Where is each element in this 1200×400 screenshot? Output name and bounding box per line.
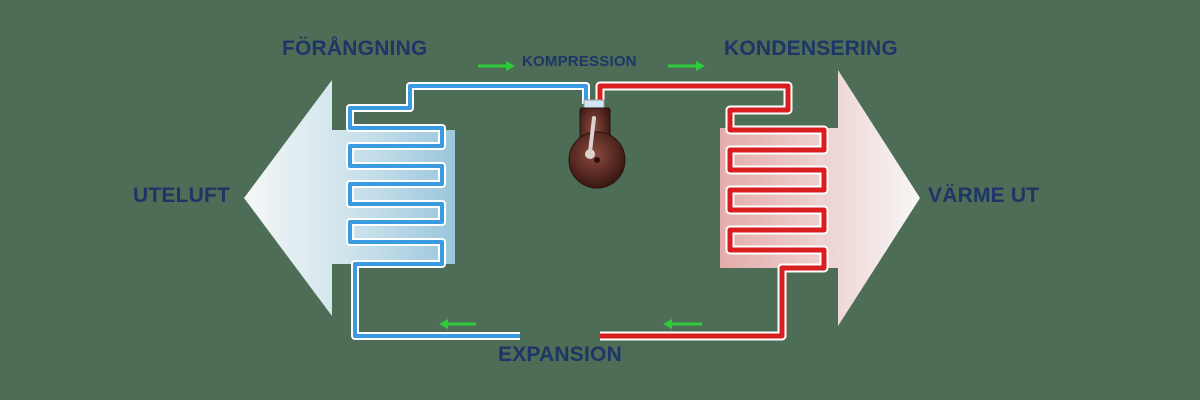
flow-arrow-icon: [663, 319, 702, 329]
compressor-icon: [568, 99, 626, 189]
compression-label: KOMPRESSION: [522, 53, 637, 70]
condensation-label: KONDENSERING: [724, 37, 898, 60]
heat-out-label: VÄRME UT: [928, 184, 1040, 207]
flow-arrow-icon: [478, 61, 515, 71]
outdoor-air-label: UTELUFT: [133, 184, 231, 207]
flow-arrow-icon: [439, 319, 476, 329]
evaporation-label: FÖRÅNGNING: [282, 37, 428, 60]
flow-arrow-icon: [668, 61, 705, 71]
expansion-label: EXPANSION: [498, 343, 622, 366]
